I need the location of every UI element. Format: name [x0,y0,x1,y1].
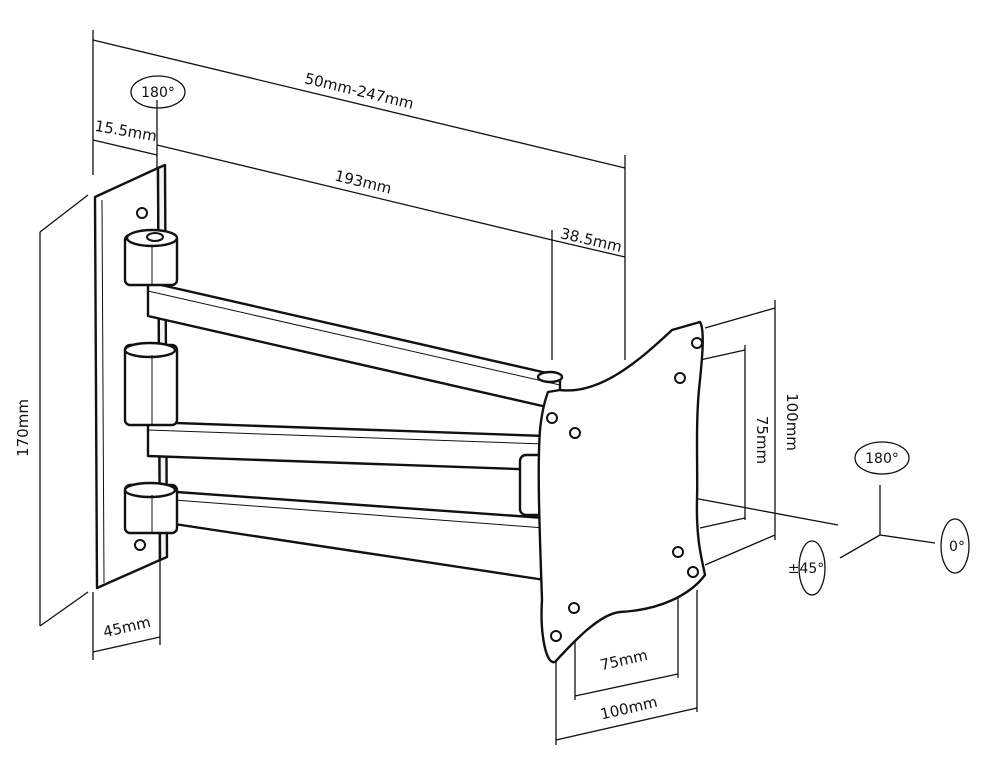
rotate-label: 0° [949,539,965,555]
plate-offset-label: 15.5mm [93,117,158,146]
mount-hole-icon [136,207,148,219]
vesa-v-small-label: 75mm [753,416,771,464]
head-swivel-badge: 180° [854,441,910,475]
vesa-hole-icon [568,602,580,614]
plate-depth-label: 45mm [101,613,152,641]
hinge-knuckles [123,228,179,535]
mount-hole-icon [134,539,146,551]
arm-length-label: 193mm [333,167,393,198]
overall-depth-label: 50mm-247mm [303,69,416,113]
vesa-plate [518,320,707,664]
axis-indicator [839,485,936,559]
vesa-hole-icon [687,566,699,578]
vesa-hole-icon [691,337,703,349]
vesa-h-small-label: 75mm [598,646,649,674]
wall-swivel-label: 180° [141,85,175,101]
rotate-arrow-icon [854,441,910,475]
tilt-arrow-icon [798,540,826,596]
vesa-hole-icon [569,427,581,439]
rotate-arrow-icon [130,75,186,109]
vesa-hole-icon [674,372,686,384]
head-swivel-label: 180° [865,451,899,467]
vesa-hole-icon [672,546,684,558]
wall-swivel-badge: 180° [130,75,186,109]
swing-arms [146,280,562,582]
head-offset-label: 38.5mm [559,224,624,256]
vesa-v-large-label: 100mm [783,393,801,451]
rotate-badge: 0° [940,518,970,574]
height-label: 170mm [14,399,32,457]
tilt-label: ±45° [788,561,825,577]
vesa-hole-icon [550,630,562,642]
rotate-arrow-icon [940,518,970,574]
vesa-hole-icon [546,412,558,424]
tilt-badge: ±45° [788,540,826,596]
